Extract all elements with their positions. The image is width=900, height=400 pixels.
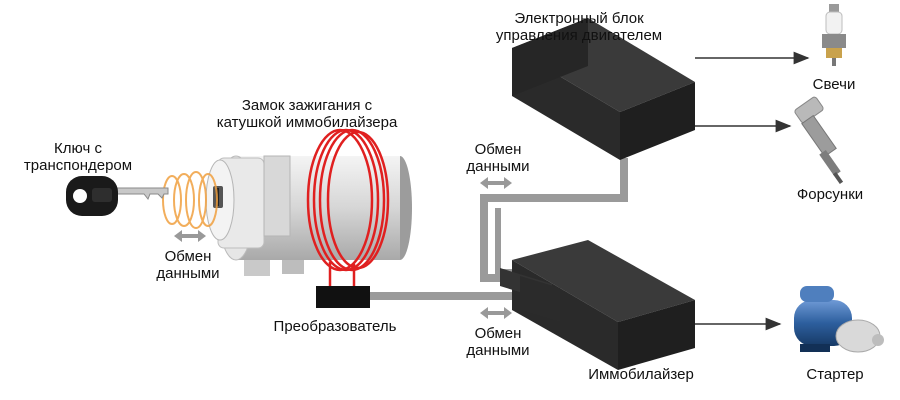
key-exchange-label-line-2: данными bbox=[156, 265, 220, 282]
ignition-lock-label-line-1: Замок зажигания с bbox=[241, 97, 373, 114]
key-exchange-label-line-1: Обмен bbox=[164, 248, 212, 265]
injector-icon bbox=[794, 96, 844, 185]
ignition-lock-label: Замок зажигания с катушкой иммобилайзера bbox=[212, 97, 402, 131]
ignition-lock-label-line-2: катушкой иммобилайзера bbox=[216, 114, 398, 131]
converter-exchange-label-line-2: данными bbox=[466, 342, 530, 359]
ecu-exchange-label: Обмен данными bbox=[458, 141, 538, 175]
transponder-waves bbox=[162, 171, 218, 229]
exchange-arrow-key bbox=[174, 230, 206, 242]
converter-box bbox=[316, 286, 370, 308]
key-label: Ключ с транспондером bbox=[20, 140, 136, 174]
ecu-label-line-2: управления двигателем bbox=[495, 27, 663, 44]
ecu-exchange-label-line-2: данными bbox=[466, 158, 530, 175]
ecu-label: Электронный блок управления двигателем bbox=[474, 10, 684, 44]
starter-icon bbox=[794, 286, 884, 353]
key-label-line-1: Ключ с bbox=[54, 140, 102, 157]
converter-label: Преобразователь bbox=[273, 318, 397, 335]
exchange-arrow-converter bbox=[480, 307, 512, 319]
key-label-line-2: транспондером bbox=[23, 157, 133, 174]
spark-plugs-label: Свечи bbox=[812, 76, 856, 93]
spark-plug-icon bbox=[822, 4, 846, 66]
ecu-label-line-1: Электронный блок bbox=[514, 10, 644, 27]
exchange-arrow-ecu bbox=[480, 177, 512, 189]
immobilizer-label: Иммобилайзер bbox=[588, 366, 694, 383]
key-icon bbox=[66, 176, 169, 216]
immobilizer-block bbox=[500, 240, 695, 370]
ignition-lock bbox=[205, 155, 412, 276]
starter-label: Стартер bbox=[806, 366, 864, 383]
ecu-block bbox=[512, 18, 695, 160]
key-exchange-label: Обмен данными bbox=[148, 248, 228, 282]
ecu-exchange-label-line-1: Обмен bbox=[474, 141, 522, 158]
converter-exchange-label: Обмен данными bbox=[458, 325, 538, 359]
immobilizer-coil bbox=[306, 128, 390, 288]
injectors-label: Форсунки bbox=[796, 186, 864, 203]
converter-exchange-label-line-1: Обмен bbox=[474, 325, 522, 342]
